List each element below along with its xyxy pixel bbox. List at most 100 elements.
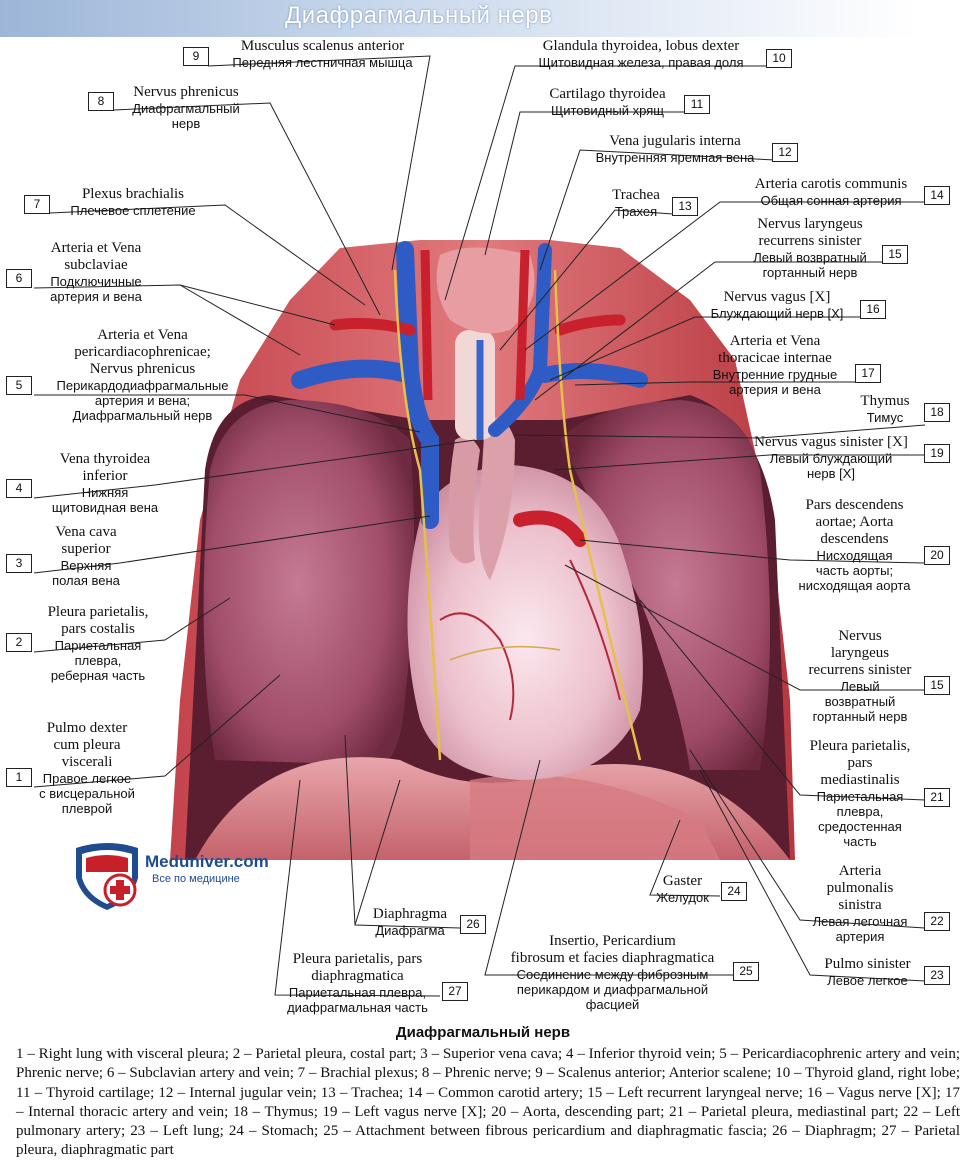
label-5-russian: Перикардодиафрагмальные артерия и вена; … xyxy=(56,378,229,423)
label-14-latin: Arteria carotis communis xyxy=(754,176,908,192)
label-8-latin: Nervus phrenicus xyxy=(133,84,239,100)
label-19-russian: Левый блуждающий нерв [X] xyxy=(769,451,893,481)
label-9-latin: Musculus scalenus anterior xyxy=(240,38,405,54)
label-1: Pulmo dexter cum pleura visceralі Правое… xyxy=(12,720,162,816)
label-2-russian: Париетальная плевра, реберная часть xyxy=(50,638,146,683)
page-title: Диафрагмальный нерв xyxy=(285,2,553,29)
marker-9: 9 xyxy=(183,47,209,66)
label-10-russian: Щитовидная железа, правая доля xyxy=(538,55,744,70)
marker-16: 16 xyxy=(860,300,886,319)
marker-17: 17 xyxy=(855,364,881,383)
label-14: Arteria carotis communis Общая сонная ар… xyxy=(742,176,920,208)
label-13: Trachea Трахея xyxy=(606,187,666,219)
marker-7: 7 xyxy=(24,195,50,214)
label-17-russian: Внутренние грудные артерия и вена xyxy=(712,367,838,397)
label-21-latin: Pleura parietalis, pars mediastinalis xyxy=(809,738,911,788)
label-17: Arteria et Vena thoracicae internae Внут… xyxy=(700,333,850,397)
label-14-russian: Общая сонная артерия xyxy=(760,193,902,208)
marker-23: 23 xyxy=(924,966,950,985)
label-7: Plexus brachialis Плечевое сплетение xyxy=(58,186,208,218)
label-16-latin: Nervus vagus [X] xyxy=(723,289,831,305)
caption-text: 1 – Right lung with visceral pleura; 2 –… xyxy=(16,1046,960,1159)
label-1-latin: Pulmo dexter cum pleura visceralі xyxy=(46,720,128,770)
marker-4: 4 xyxy=(6,479,32,498)
label-7-latin: Plexus brachialis xyxy=(81,186,185,202)
label-24-latin: Gaster xyxy=(662,873,703,889)
page-header: Диафрагмальный нерв xyxy=(0,0,966,37)
label-26-russian: Диафрагма xyxy=(375,923,445,938)
label-10-latin: Glandula thyroidea, lobus dexter xyxy=(542,38,740,54)
label-17-latin: Arteria et Vena thoracicae internae xyxy=(718,333,832,366)
marker-1: 1 xyxy=(6,768,32,787)
label-19-latin: Nervus vagus sinister [X] xyxy=(754,434,908,450)
label-26: Diaphragma Диафрагма xyxy=(365,906,455,938)
caption-title: Диафрагмальный нерв xyxy=(395,1024,571,1041)
marker-25: 25 xyxy=(733,962,759,981)
label-21-russian: Париетальная плевра, средостенная часть xyxy=(816,789,904,849)
label-27-russian: Париетальная плевра, диафрагмальная част… xyxy=(287,985,428,1015)
label-15-latin: Nervus laryngeus recurrens sinister xyxy=(757,216,863,249)
label-22-russian: Левая легочная артерия xyxy=(812,914,908,944)
label-7-russian: Плечевое сплетение xyxy=(70,203,196,218)
marker-19: 19 xyxy=(924,444,950,463)
label-16: Nervus vagus [X] Блуждающий нерв [X] xyxy=(698,289,856,321)
label-2: Pleura parietalis, pars costalis Париета… xyxy=(28,604,168,683)
marker-20: 20 xyxy=(924,546,950,565)
label-10: Glandula thyroidea, lobus dexter Щитовид… xyxy=(516,38,766,70)
label-1-russian: Правое легкое с висцеральной плеврой xyxy=(39,771,135,816)
label-11: Cartilago thyroidea Щитовидный хрящ xyxy=(535,86,680,118)
label-21: Pleura parietalis, pars mediastinalis Па… xyxy=(800,738,920,849)
label-26-latin: Diaphragma xyxy=(372,906,448,922)
label-20: Pars descendens aortae; Aorta descendens… xyxy=(782,497,927,593)
marker-6: 6 xyxy=(6,269,32,288)
label-25-latin: Insertio, Pericardium fibrosum et facies… xyxy=(510,933,715,966)
label-24: Gaster Желудок xyxy=(650,873,715,905)
marker-26: 26 xyxy=(460,915,486,934)
marker-11: 11 xyxy=(684,95,710,114)
label-23-russian: Левое легкое xyxy=(827,973,908,988)
label-19: Nervus vagus sinister [X] Левый блуждающ… xyxy=(742,434,920,481)
label-11-russian: Щитовидный хрящ xyxy=(551,103,664,118)
label-22-latin: Arteria pulmonalis sinistra xyxy=(826,863,894,913)
label-15-russian: Левый возвратный гортанный нерв xyxy=(753,250,867,280)
label-3-latin: Vena cava superior xyxy=(55,524,117,557)
label-20-russian: Нисходящая часть аорты; нисходящая аорта xyxy=(798,548,911,593)
label-4: Vena thyroidea inferior Нижняя щитовидна… xyxy=(40,451,170,515)
label-27-latin: Pleura parietalis, pars diaphragmatica xyxy=(292,951,423,984)
label-20-latin: Pars descendens aortae; Aorta descendens xyxy=(805,497,904,547)
label-3: Vena cava superior Верхняя полая вена xyxy=(36,524,136,588)
marker-15: 15 xyxy=(882,245,908,264)
marker-13: 13 xyxy=(672,197,698,216)
marker-14: 14 xyxy=(924,186,950,205)
marker-10: 10 xyxy=(766,49,792,68)
label-9: Musculus scalenus anterior Передняя лест… xyxy=(215,38,430,70)
label-25-russian: Соединение между фиброзным перикардом и … xyxy=(516,967,709,1012)
label-13-russian: Трахея xyxy=(614,204,658,219)
label-12-russian: Внутренняя яремная вена xyxy=(595,150,755,165)
marker-15b: 15 xyxy=(924,676,950,695)
label-9-russian: Передняя лестничная мышца xyxy=(232,55,413,70)
label-18-russian: Тимус xyxy=(866,410,904,425)
marker-8: 8 xyxy=(88,92,114,111)
label-6-latin: Arteria et Vena subclaviae xyxy=(50,240,142,273)
marker-24: 24 xyxy=(721,882,747,901)
label-5: Arteria et Vena pericardiacophrenicae; N… xyxy=(40,327,245,423)
label-16-russian: Блуждающий нерв [X] xyxy=(710,306,844,321)
label-4-russian: Нижняя щитовидная вена xyxy=(51,485,159,515)
label-6-russian: Подключичные артерия и вена xyxy=(50,274,142,304)
marker-5: 5 xyxy=(6,376,32,395)
label-6: Arteria et Vena subclaviae Подключичные … xyxy=(36,240,156,304)
label-22: Arteria pulmonalis sinistra Левая легочн… xyxy=(800,863,920,944)
label-5-latin: Arteria et Vena pericardiacophrenicae; N… xyxy=(74,327,211,377)
label-27: Pleura parietalis, pars diaphragmatica П… xyxy=(275,951,440,1015)
label-8-russian: Диафрагмальный нерв xyxy=(132,101,240,131)
marker-12: 12 xyxy=(772,143,798,162)
label-15b-latin: Nervus laryngeus recurrens sinister xyxy=(808,628,912,678)
label-23-latin: Pulmo sinister xyxy=(824,956,911,972)
label-13-latin: Trachea xyxy=(612,187,660,203)
marker-27: 27 xyxy=(442,982,468,1001)
label-24-russian: Желудок xyxy=(656,890,709,905)
label-15b: Nervus laryngeus recurrens sinister Левы… xyxy=(795,628,925,724)
meduniver-logo-icon xyxy=(76,843,138,910)
label-11-latin: Cartilago thyroidea xyxy=(549,86,666,102)
